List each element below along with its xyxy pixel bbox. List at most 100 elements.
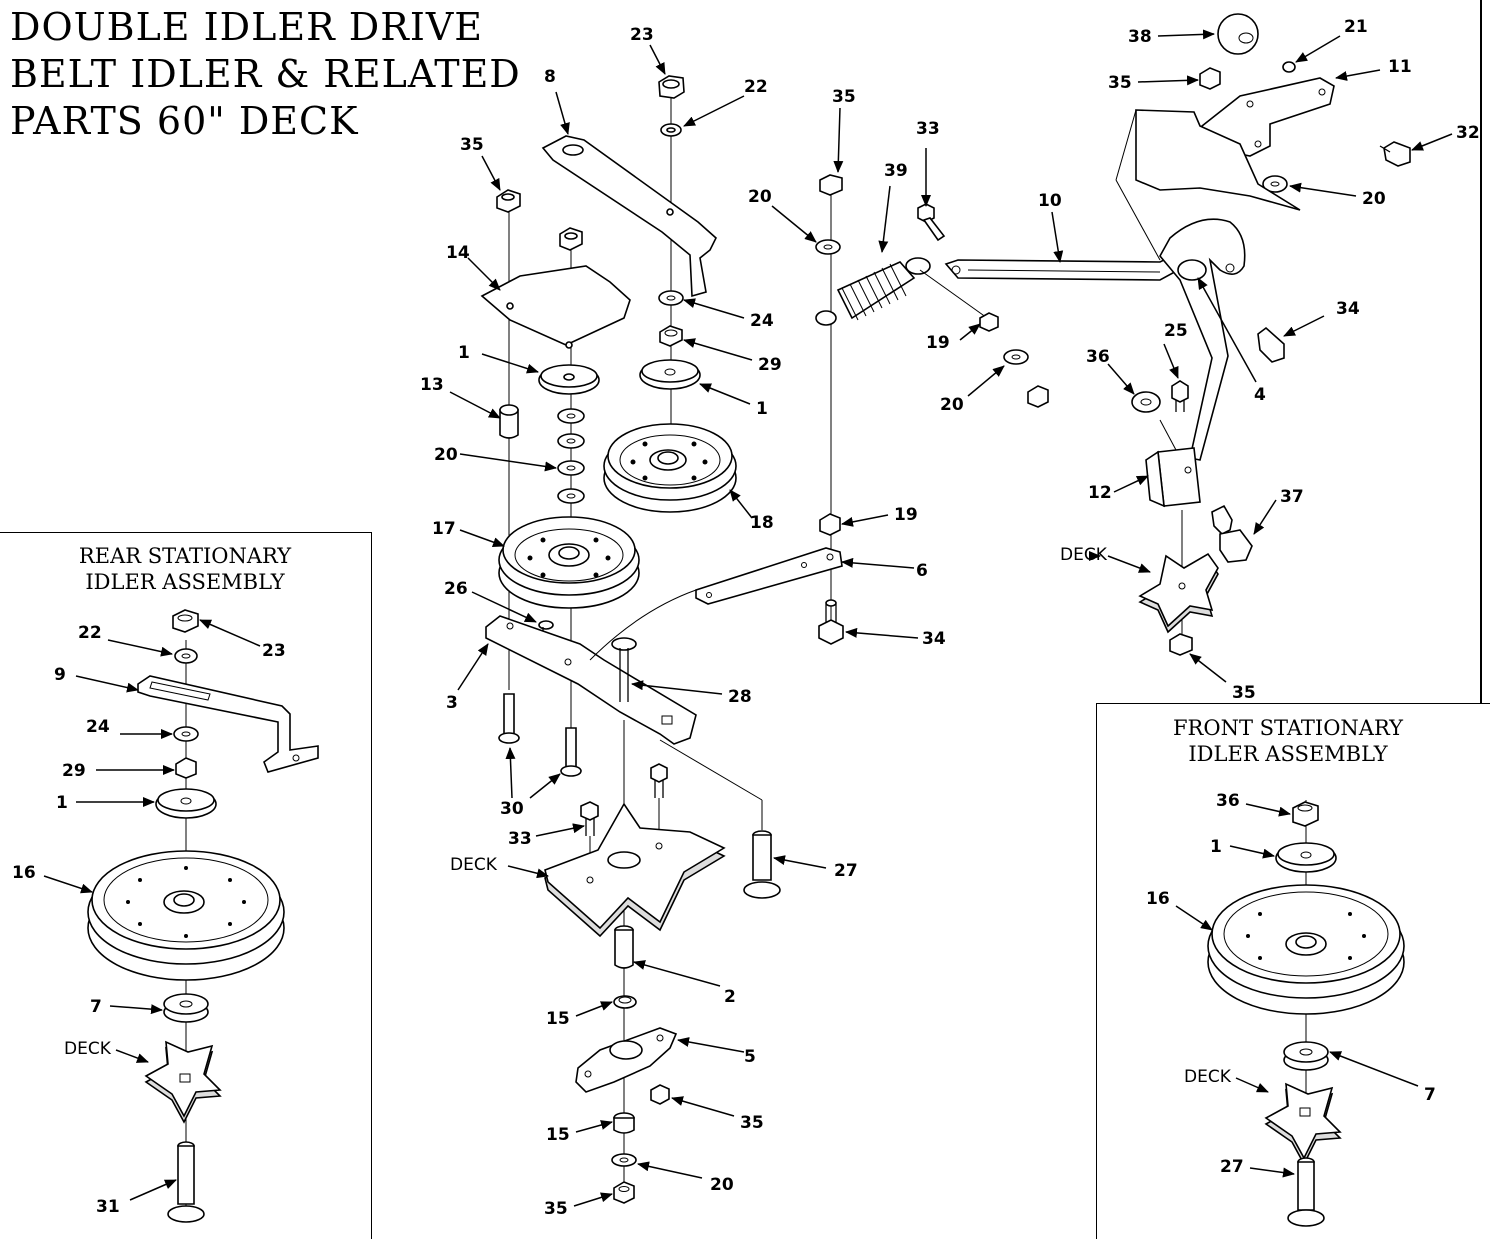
callout-18: 18: [750, 513, 774, 533]
part-20-washer-link: [1003, 349, 1029, 365]
callout-20: 20: [940, 395, 964, 415]
part-35-nut-arm: [650, 1084, 670, 1105]
rear-callout-7: 7: [90, 997, 102, 1017]
callout-2: 2: [724, 987, 736, 1007]
front-callout-27: 27: [1220, 1157, 1244, 1177]
part-35-locknut-left: [496, 189, 521, 213]
callout-27: 27: [834, 861, 858, 881]
deck-label-rear: DECK: [64, 1039, 112, 1059]
part-5-arm: [575, 1027, 678, 1093]
callout-1: 1: [756, 399, 768, 419]
callout-30: 30: [500, 799, 524, 819]
callout-33: 33: [916, 119, 940, 139]
callout-22: 22: [744, 77, 768, 97]
part-35-nut-bottom: [613, 1181, 635, 1204]
rear-callout-29: 29: [62, 761, 86, 781]
part-34-bolt-lower: [818, 599, 844, 645]
deck-label-right: DECK: [1060, 545, 1108, 565]
part-22-washer: [660, 123, 682, 137]
part-1-washer-left: [538, 364, 600, 395]
callout-3: 3: [446, 693, 458, 713]
rear-part-23-nut: [172, 609, 199, 633]
callout-23: 23: [630, 25, 654, 45]
callout-6: 6: [916, 561, 928, 581]
part-23-nut: [658, 75, 685, 99]
part-15-bushing-bottom: [613, 1112, 635, 1134]
callout-21: 21: [1344, 17, 1368, 37]
front-part-7-spacer: [1283, 1041, 1329, 1071]
part-24-washer: [658, 290, 684, 306]
callout-26: 26: [444, 579, 468, 599]
part-12-bracket: [1145, 447, 1201, 508]
callout-24: 24: [750, 311, 774, 331]
front-deck-section: [1264, 1082, 1342, 1166]
callout-5: 5: [744, 1047, 756, 1067]
callout-35: 35: [1232, 683, 1256, 703]
right-border-line: [1480, 0, 1482, 703]
part-27-stud: [743, 830, 781, 899]
diagram-title: DOUBLE IDLER DRIVE BELT IDLER & RELATED …: [10, 4, 521, 145]
part-20-washer-lever: [1262, 175, 1288, 193]
callout-12: 12: [1088, 483, 1112, 503]
callout-36: 36: [1086, 347, 1110, 367]
front-part-27-stud: [1287, 1157, 1325, 1227]
callout-20: 20: [748, 187, 772, 207]
rear-part-31-stud: [167, 1141, 205, 1223]
rear-part-24-washer: [173, 726, 199, 742]
callout-37: 37: [1280, 487, 1304, 507]
part-29-nut: [659, 325, 683, 347]
callout-32: 32: [1456, 123, 1480, 143]
front-assembly-parts: [1207, 800, 1405, 1227]
callout-25: 25: [1164, 321, 1188, 341]
rear-part-29-nut: [175, 757, 197, 779]
part-14-shield: [480, 265, 631, 349]
part-19-nut-link: [979, 312, 999, 332]
title-line-1: DOUBLE IDLER DRIVE: [10, 5, 484, 49]
front-callout-1: 1: [1210, 837, 1222, 857]
part-10-link-rod: [944, 252, 1184, 281]
front-part-16-pulley: [1207, 884, 1405, 1015]
rear-part-16-pulley: [87, 850, 285, 981]
callout-38: 38: [1128, 27, 1152, 47]
part-35-nut-lever: [1199, 67, 1221, 90]
leader-arrows: [43, 29, 1453, 1207]
title-line-3: PARTS 60" DECK: [10, 99, 359, 143]
rear-part-1-washer: [155, 788, 217, 819]
part-20-washer-spring: [815, 239, 841, 255]
deck-label-front: DECK: [1184, 1067, 1232, 1087]
part-15-bushing-top: [613, 995, 637, 1009]
part-36-washer: [1131, 391, 1161, 413]
rear-callout-31: 31: [96, 1197, 120, 1217]
rear-part-22-washer: [174, 648, 198, 664]
rear-callout-9: 9: [54, 665, 66, 685]
front-callout-7: 7: [1424, 1085, 1436, 1105]
part-2-spacer: [614, 925, 634, 969]
deck-labels: DECK DECK DECK DECK: [64, 545, 1232, 1087]
callout-15: 15: [546, 1125, 570, 1145]
part-37-bolt: [1211, 504, 1253, 563]
callout-28: 28: [728, 687, 752, 707]
rear-assembly-parts: [87, 609, 319, 1223]
callout-19: 19: [926, 333, 950, 353]
part-17-pulley: [498, 516, 640, 609]
front-callout-16: 16: [1146, 889, 1170, 909]
callout-13: 13: [420, 375, 444, 395]
rear-callout-24: 24: [86, 717, 110, 737]
part-33-bolt-link: [917, 203, 946, 242]
part-13-spacer: [499, 404, 519, 439]
callout-29: 29: [758, 355, 782, 375]
part-18-pulley: [603, 423, 737, 513]
part-8-bracket: [541, 135, 717, 298]
part-1-washer-right: [639, 359, 701, 390]
rear-stationary-panel: [0, 532, 372, 1239]
callout-17: 17: [432, 519, 456, 539]
callout-15: 15: [546, 1009, 570, 1029]
callout-35: 35: [1108, 73, 1132, 93]
rear-panel-title-line-1: REAR STATIONARY: [78, 544, 292, 568]
part-35-nut-right: [1169, 633, 1193, 656]
deck-section-right: [1138, 552, 1219, 634]
callout-35: 35: [460, 135, 484, 155]
callout-35: 35: [544, 1199, 568, 1219]
